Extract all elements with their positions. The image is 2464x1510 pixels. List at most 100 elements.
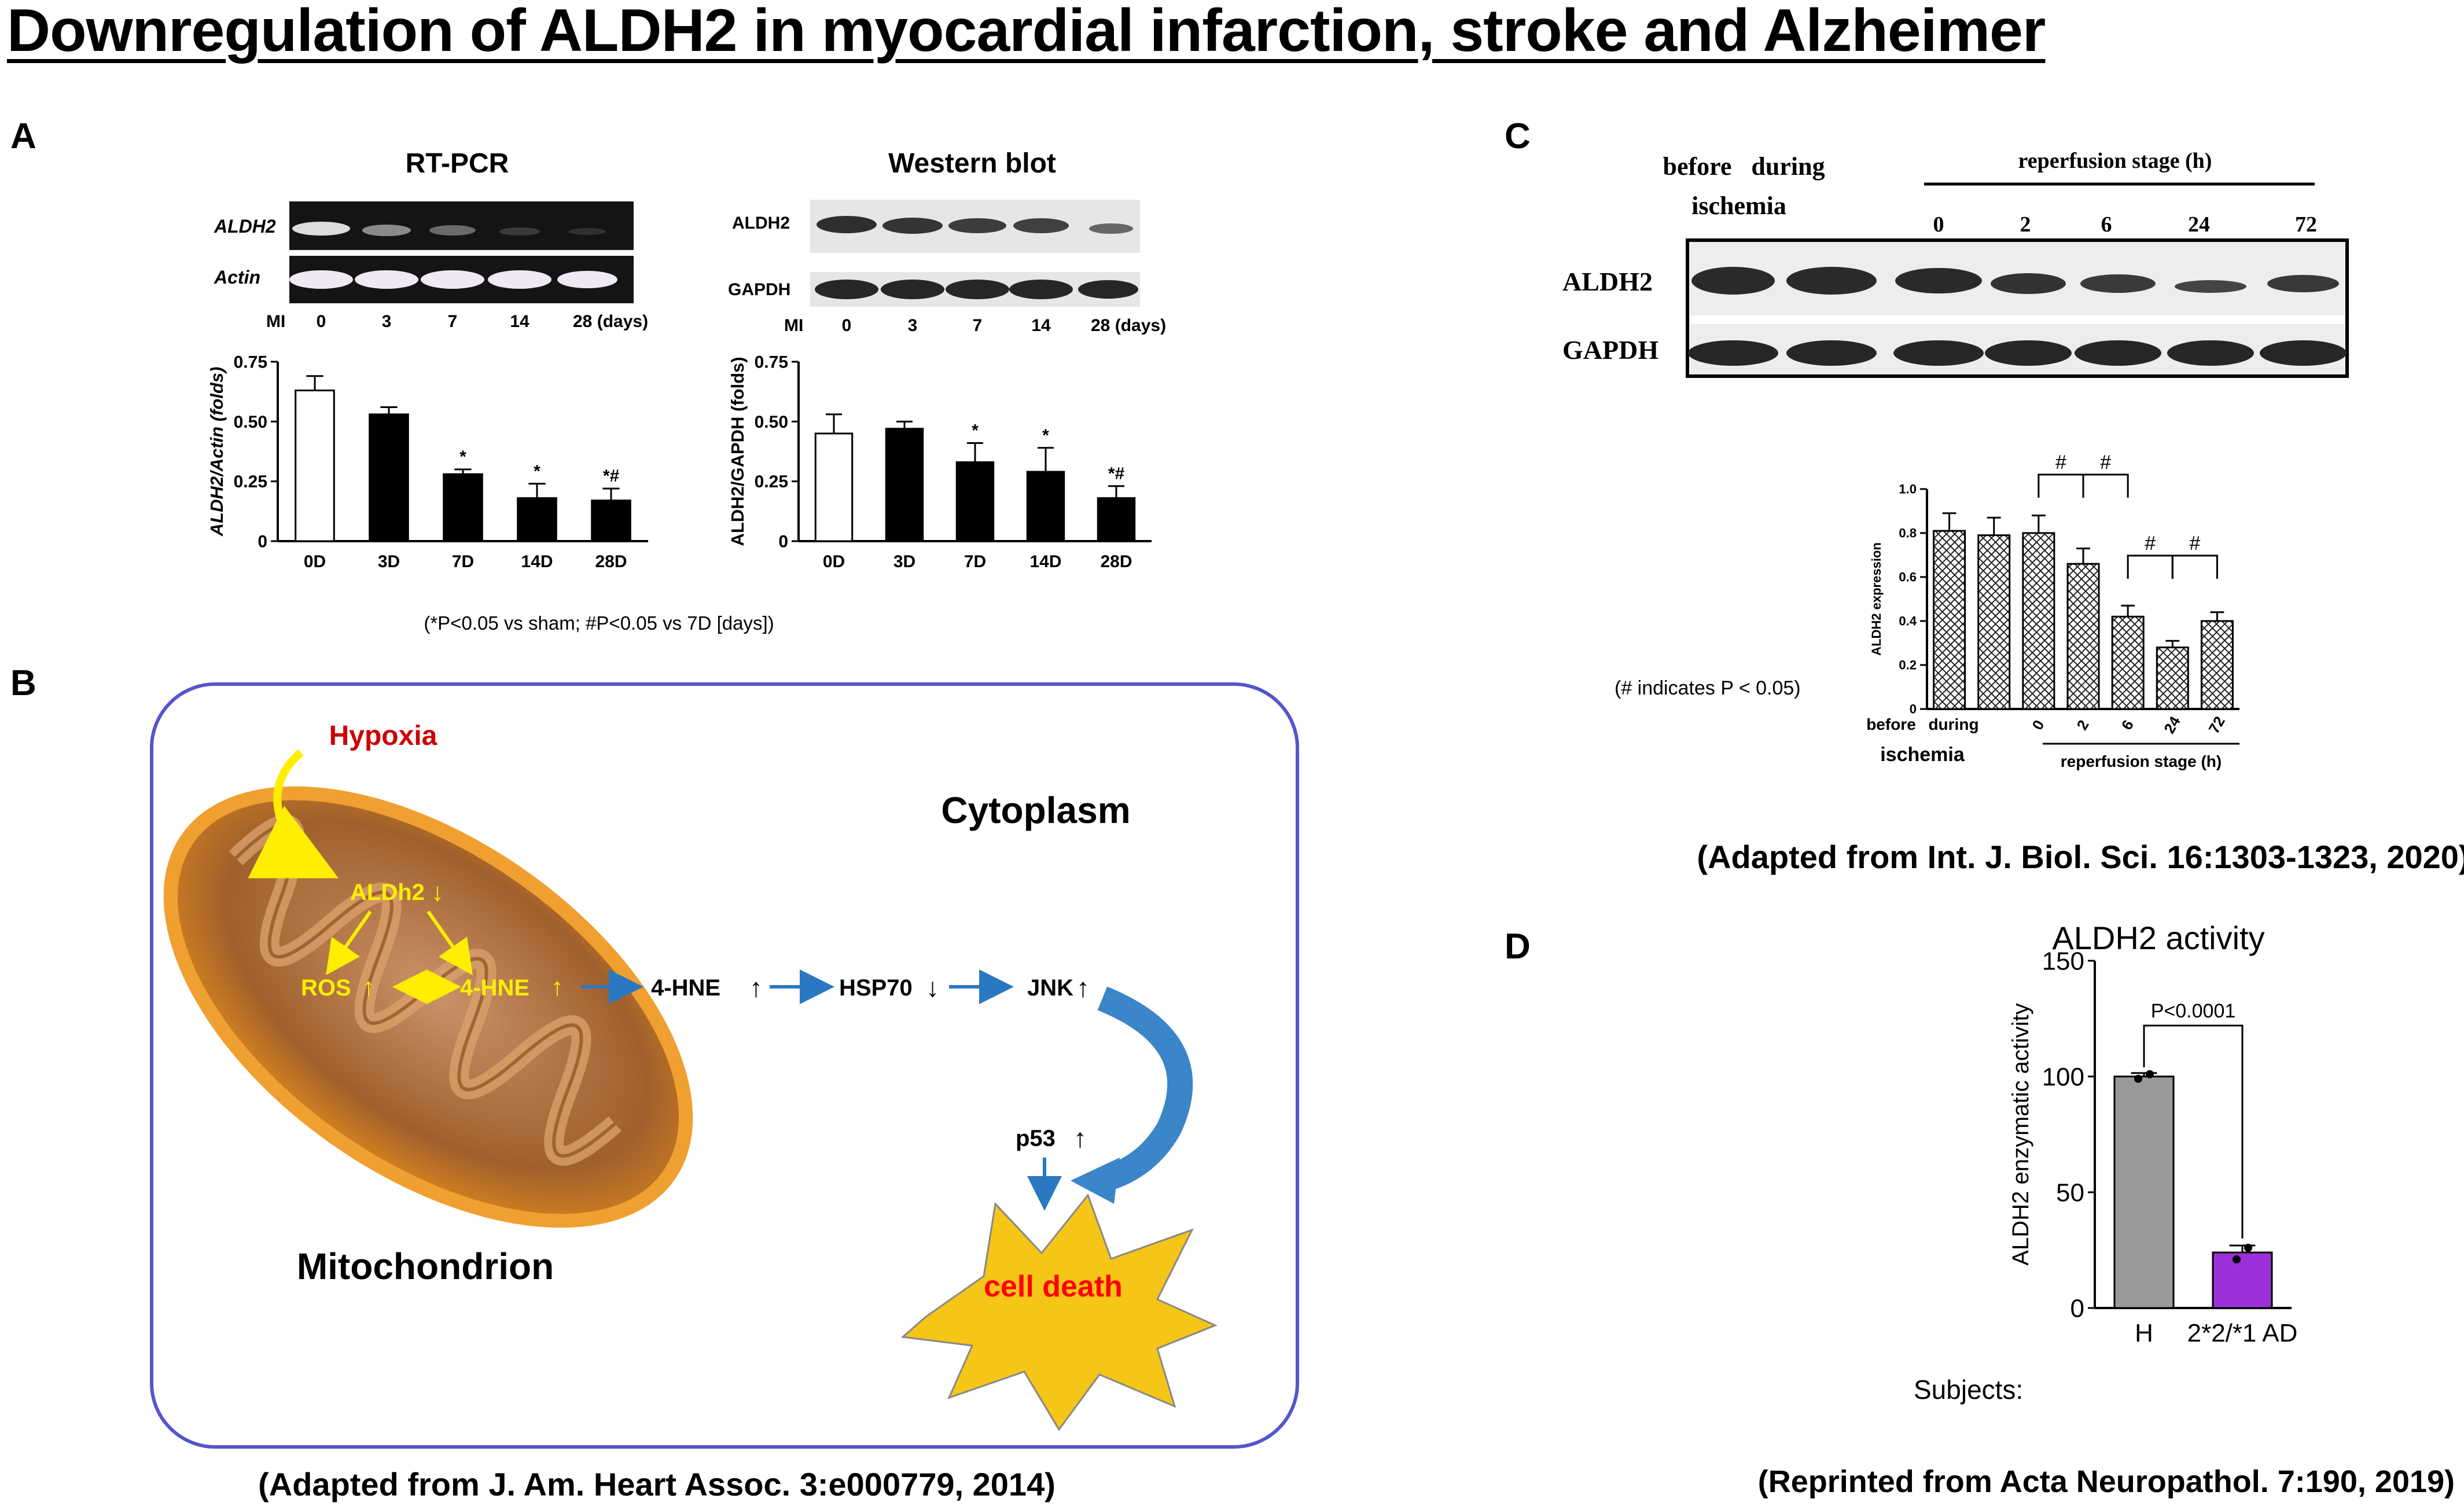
band (1013, 218, 1069, 233)
significance-bracket (2127, 554, 2174, 579)
significance-bracket (2038, 473, 2084, 498)
y-tick-label: 0.25 (234, 472, 267, 491)
x-label-ischemia: ischemia (1880, 744, 1965, 766)
band (488, 270, 551, 289)
y-tick-label: 0 (1910, 702, 1917, 717)
y-tick-label: 0 (2071, 1294, 2084, 1322)
blot-gapdh-bands (1688, 340, 2347, 366)
band (557, 271, 617, 288)
panel-d-caption: (Reprinted from Acta Neuropathol. 7:190,… (1758, 1464, 2455, 1499)
y-tick-label: 1.0 (1899, 482, 1917, 497)
panel-b-caption: (Adapted from J. Am. Heart Assoc. 3:e000… (258, 1466, 1056, 1502)
panel-c-caption: (Adapted from Int. J. Biol. Sci. 16:1303… (1697, 839, 2464, 875)
band (1786, 267, 1877, 295)
band (948, 218, 1006, 233)
pathway-hne-label: 4-HNE (651, 975, 720, 1001)
significance-mark: * (534, 462, 540, 481)
data-point (2146, 1070, 2154, 1078)
band (1691, 267, 1775, 295)
bar (1977, 534, 2011, 710)
y-tick-label: 0.4 (1899, 614, 1917, 629)
bar (1026, 471, 1065, 542)
header-lane: 6 (2101, 212, 2112, 237)
band (362, 225, 411, 236)
significance-bracket (2171, 554, 2218, 579)
band (882, 218, 943, 234)
x-tick-label: 3D (378, 552, 400, 571)
y-tick-label: 150 (2042, 947, 2084, 975)
rtpcr-row-actin: Actin (214, 267, 260, 288)
significance-mark: # (2100, 451, 2111, 473)
rtpcr-actin-bands (289, 270, 617, 289)
data-point (2134, 1075, 2142, 1083)
significance-mark: # (2145, 532, 2156, 554)
wb-lane: 0 (842, 316, 852, 335)
mitochondrion-label: Mitochondrion (297, 1246, 554, 1287)
band (1985, 340, 2072, 366)
hypoxia-label: Hypoxia (329, 721, 437, 751)
band (817, 216, 877, 233)
jnk-up-arrow-icon: ↑ (1076, 972, 1090, 1002)
x-tick-label: 7D (452, 552, 474, 571)
cytoplasm-label: Cytoplasm (941, 789, 1130, 831)
x-tick-label: 24 (2160, 713, 2184, 737)
band (421, 270, 484, 289)
band (1991, 273, 2066, 294)
significance-bracket (2143, 1024, 2244, 1239)
blot-row-aldh2: ALDH2 (1562, 267, 1653, 296)
x-tick-label: 6 (2118, 717, 2137, 733)
x-tick-label: 3D (893, 552, 915, 571)
band (946, 280, 1009, 299)
significance-mark: # (2055, 451, 2066, 473)
band (2267, 275, 2339, 292)
curved-arrow-jnk-to-p53 (1096, 986, 1193, 1193)
mito-aldh2-down-arrow-icon: ↓ (431, 878, 444, 906)
wb-row-aldh2: ALDH2 (732, 214, 790, 233)
cell-death-burst (900, 1193, 1218, 1431)
y-tick-label: 0.25 (755, 472, 788, 491)
y-tick-label: 50 (2056, 1178, 2084, 1207)
blot-header: before during ischemia reperfusion stage… (1663, 149, 2317, 237)
aldh2-to-ros-arrow (326, 910, 372, 975)
cell-death-label: cell death (984, 1270, 1123, 1303)
blot-aldh2-bands (1691, 267, 2339, 295)
bar (955, 461, 995, 542)
x-tick-label: 14D (521, 552, 553, 571)
mito-ros-up-arrow-icon: ↑ (362, 973, 375, 1001)
band (292, 222, 350, 236)
bar (1097, 497, 1136, 542)
panel-label-a: A (10, 116, 36, 156)
x-tick-label: 28D (1100, 552, 1132, 571)
y-tick-label: 0.2 (1899, 658, 1917, 673)
band (881, 280, 944, 299)
x-tick-label: 2 (2073, 717, 2092, 733)
panel-label-d: D (1505, 927, 1531, 967)
blot-divider (1690, 315, 2345, 324)
bar (2212, 1251, 2273, 1309)
rtpcr-lane-prefix: MI (266, 312, 285, 331)
wb-lane-prefix: MI (784, 316, 803, 335)
bar (1933, 530, 1966, 710)
mito-aldh2-label: ALDh2 (350, 880, 425, 905)
header-reperfusion: reperfusion stage (h) (2018, 149, 2212, 173)
hne-up-arrow-icon: ↑ (749, 972, 763, 1002)
y-tick-label: 0.50 (755, 413, 788, 432)
curved-arrow-head (1071, 1158, 1120, 1204)
band (1893, 340, 1984, 366)
y-tick-label: 0.6 (1899, 570, 1917, 585)
chart-title: ALDH2 activity (2052, 920, 2264, 956)
x-tick-label: 2*2/*1 AD (2187, 1319, 2298, 1347)
pathway-jnk-label: JNK (1027, 975, 1073, 1001)
wb-lane: 14 (1031, 316, 1051, 335)
band (1078, 280, 1138, 299)
band (2175, 280, 2246, 293)
panel-a: RT-PCR ALDH2 Actin MI 0 3 7 14 28 (days)… (207, 148, 1166, 634)
rtpcr-lane: 14 (510, 312, 529, 331)
x-label-during: during (1928, 715, 1978, 733)
x-tick-label: 0D (823, 552, 845, 571)
rtpcr-lane: 3 (382, 312, 392, 331)
significance-mark: * (972, 421, 979, 440)
band (1009, 280, 1073, 299)
